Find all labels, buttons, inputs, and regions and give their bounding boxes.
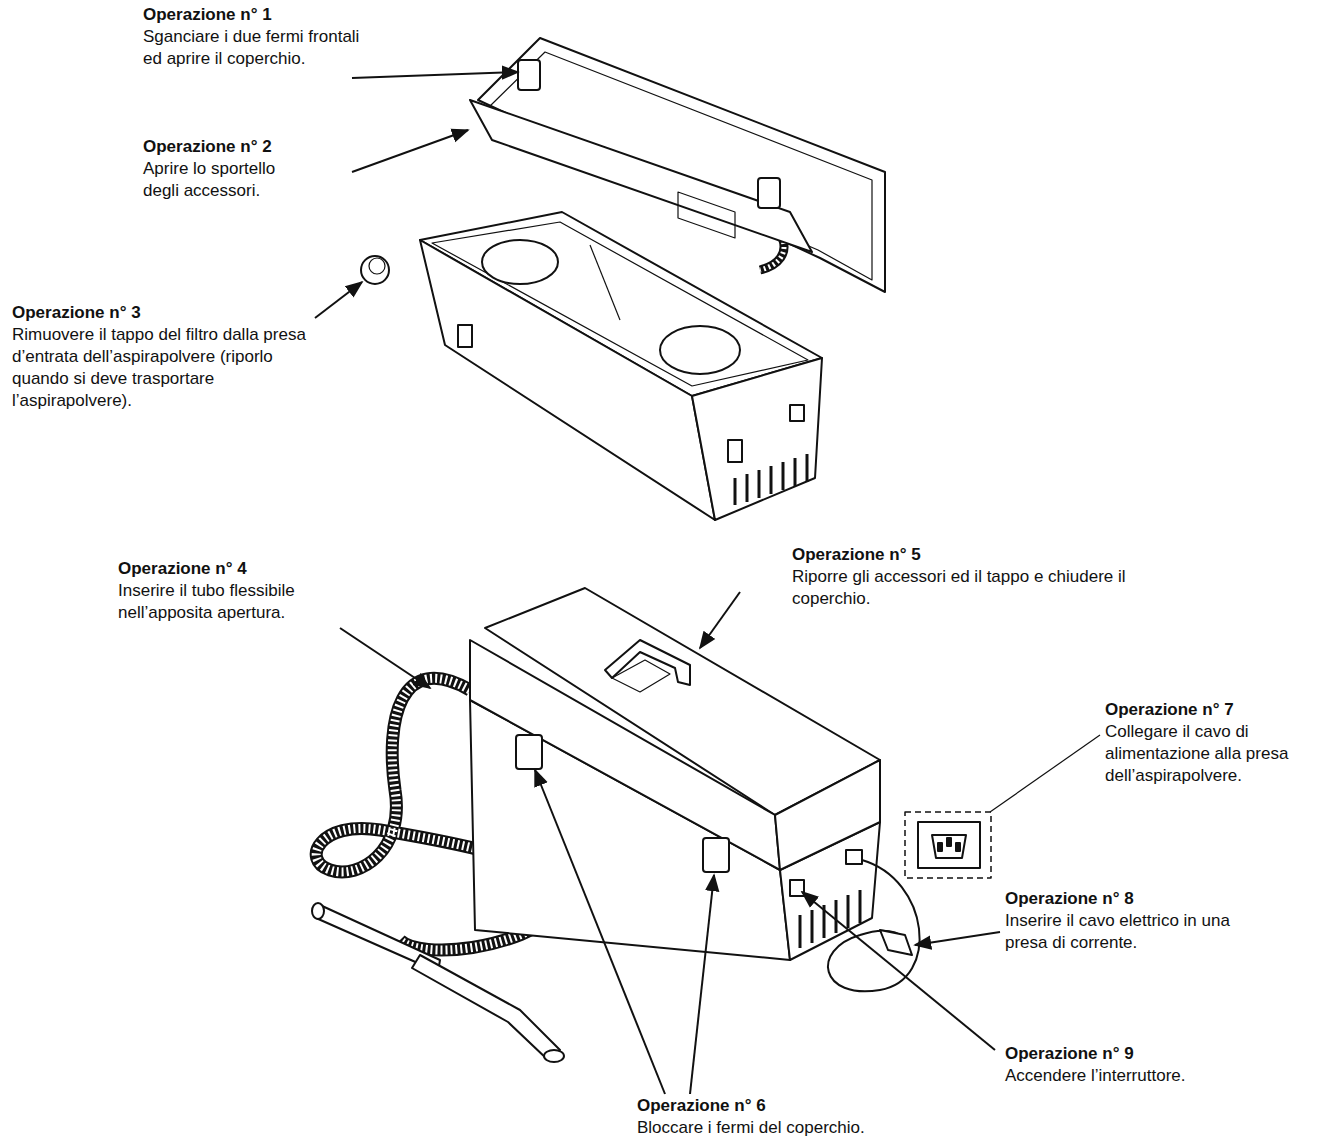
step-text: Sganciare i due fermi frontali ed aprire… — [143, 26, 378, 70]
step-heading: Operazione n° 8 — [1005, 888, 1225, 910]
step-text: Riporre gli accessori ed il tappo e chiu… — [792, 566, 1192, 610]
step-text: Rimuovere il tappo del filtro dalla pres… — [12, 324, 330, 412]
step-text: Inserire il tubo flessibile nell’apposit… — [118, 580, 348, 624]
step-heading: Operazione n° 3 — [12, 302, 212, 324]
step-heading: Operazione n° 6 — [637, 1095, 857, 1117]
closed-vacuum — [312, 588, 991, 1062]
step-text: Accendere l’interruttore. — [1005, 1065, 1245, 1087]
step-heading: Operazione n° 5 — [792, 544, 1012, 566]
step-heading: Operazione n° 2 — [143, 136, 343, 158]
step-text: Bloccare i fermi del coperchio. — [637, 1117, 937, 1139]
step-text: Inserire il cavo elettrico in una presa … — [1005, 910, 1245, 954]
step-heading: Operazione n° 1 — [143, 4, 403, 26]
step-text: Aprire lo sportello degli accessori. — [143, 158, 303, 202]
open-vacuum — [361, 38, 885, 520]
step-text: Collegare il cavo di alimentazione alla … — [1105, 721, 1320, 787]
step-heading: Operazione n° 4 — [118, 558, 338, 580]
step-heading: Operazione n° 9 — [1005, 1043, 1225, 1065]
step-heading: Operazione n° 7 — [1105, 699, 1325, 721]
